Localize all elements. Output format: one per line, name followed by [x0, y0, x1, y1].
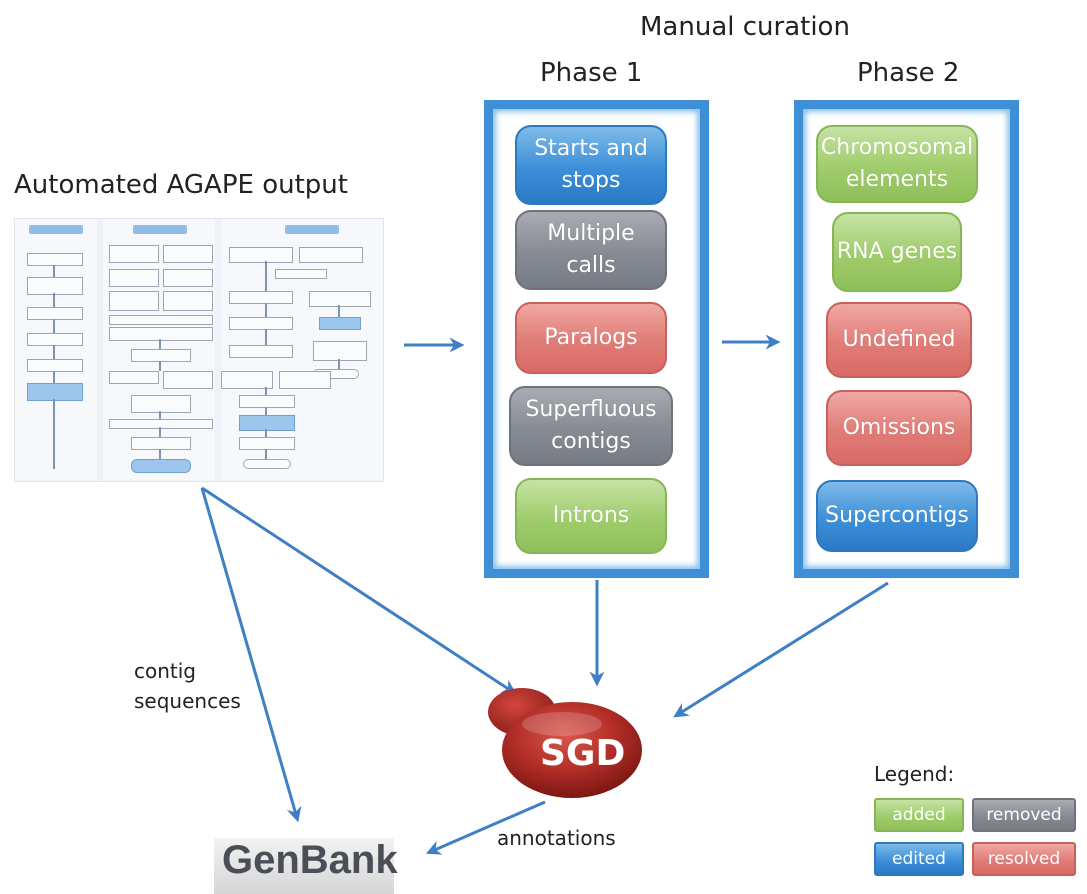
phase2-item: Supercontigs — [816, 480, 978, 552]
phase1-item: Starts and stops — [515, 125, 667, 205]
arrow-agape-to-sgd — [201, 486, 517, 695]
sgd-logo — [488, 688, 642, 798]
legend-resolved: resolved — [972, 842, 1076, 876]
legend-added: added — [874, 798, 964, 832]
manual-curation-title: Manual curation — [640, 12, 850, 42]
agape-title: Automated AGAPE output — [14, 170, 348, 200]
legend-edited: edited — [874, 842, 964, 876]
phase1-item: Superfluous contigs — [509, 386, 673, 466]
phase2-item: Chromosomal elements — [816, 125, 978, 203]
annotations-label: annotations — [497, 826, 616, 850]
phase1-title: Phase 1 — [540, 58, 643, 88]
agape-workflow-thumbnail — [14, 218, 384, 482]
phase1-item: Multiple calls — [515, 210, 667, 290]
arrow-agape-to-genbank — [200, 487, 302, 823]
arrow-phase2-to-sgd — [673, 581, 889, 718]
genbank-logo-text: GenBank — [222, 838, 398, 882]
phase2-item: Omissions — [826, 390, 972, 466]
phase1-item: Paralogs — [515, 302, 667, 374]
phase2-item: RNA genes — [832, 212, 962, 292]
sgd-logo-text: SGD — [540, 733, 626, 774]
legend-removed: removed — [972, 798, 1076, 832]
phase1-item: Introns — [515, 478, 667, 554]
contig-sequences-label: contig sequences — [134, 659, 241, 713]
genbank-logo — [214, 838, 394, 894]
legend-title: Legend: — [874, 762, 955, 786]
phase2-item: Undefined — [826, 302, 972, 378]
phase2-title: Phase 2 — [857, 58, 960, 88]
